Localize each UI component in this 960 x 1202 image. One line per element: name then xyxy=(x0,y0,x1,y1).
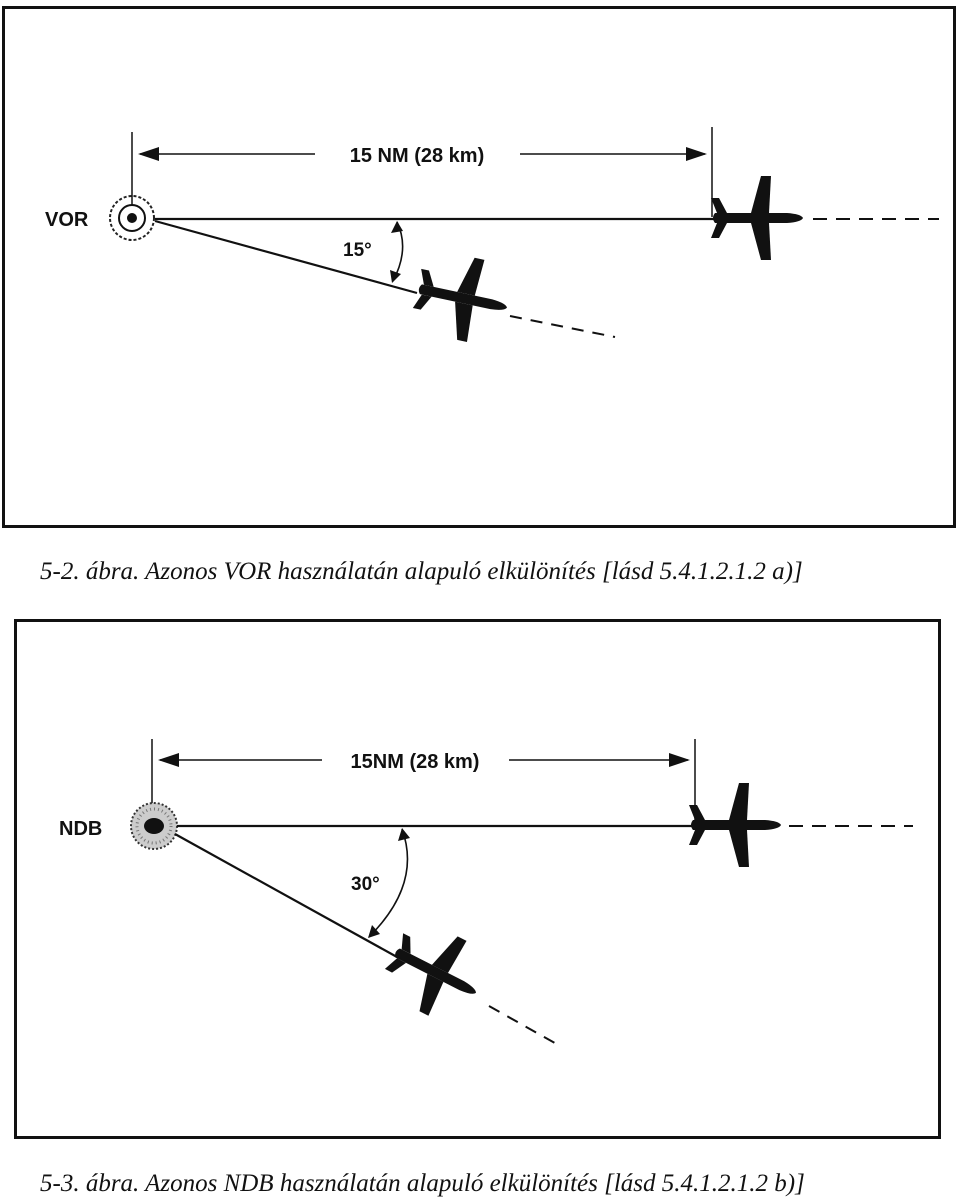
aircraft-icon xyxy=(689,783,781,867)
arrowhead-icon xyxy=(390,270,401,283)
angle-label: 15° xyxy=(343,240,372,261)
diverging-track-line xyxy=(154,219,418,295)
aircraft-icon xyxy=(374,913,496,1031)
figure-caption: 5-2. ábra. Azonos VOR használatán alapul… xyxy=(40,558,803,585)
station-label: VOR xyxy=(45,209,89,231)
ndb-station-icon xyxy=(130,802,178,850)
diverging-track-line xyxy=(174,833,398,958)
angle-arc xyxy=(368,828,409,938)
arrowhead-icon xyxy=(368,925,380,938)
vor-diagram: 15 NM (28 km) VOR 15° xyxy=(45,127,939,349)
vor-station-icon xyxy=(109,195,155,241)
distance-label: 15NM (28 km) xyxy=(351,751,480,773)
ndb-diagram: 15NM (28 km) NDB 30° xyxy=(59,739,913,1048)
aircraft-icon xyxy=(408,247,516,349)
station-label: NDB xyxy=(59,818,102,840)
arrowhead-icon xyxy=(669,753,690,767)
figure-caption: 5-3. ábra. Azonos NDB használatán alapul… xyxy=(40,1170,805,1197)
vor-diagram-panel: 15 NM (28 km) VOR 15° xyxy=(2,6,956,528)
diverging-track-extension-dashed xyxy=(509,315,616,338)
arrowhead-icon xyxy=(158,753,179,767)
distance-label: 15 NM (28 km) xyxy=(350,145,485,167)
arrowhead-icon xyxy=(391,221,403,233)
ndb-diagram-panel: 15NM (28 km) NDB 30° xyxy=(14,619,941,1139)
arrowhead-icon xyxy=(686,147,707,161)
arrowhead-icon xyxy=(398,828,410,841)
aircraft-icon xyxy=(711,176,803,260)
angle-label: 30° xyxy=(351,874,380,895)
arrowhead-icon xyxy=(138,147,159,161)
diverging-track-extension-dashed xyxy=(488,1005,563,1048)
